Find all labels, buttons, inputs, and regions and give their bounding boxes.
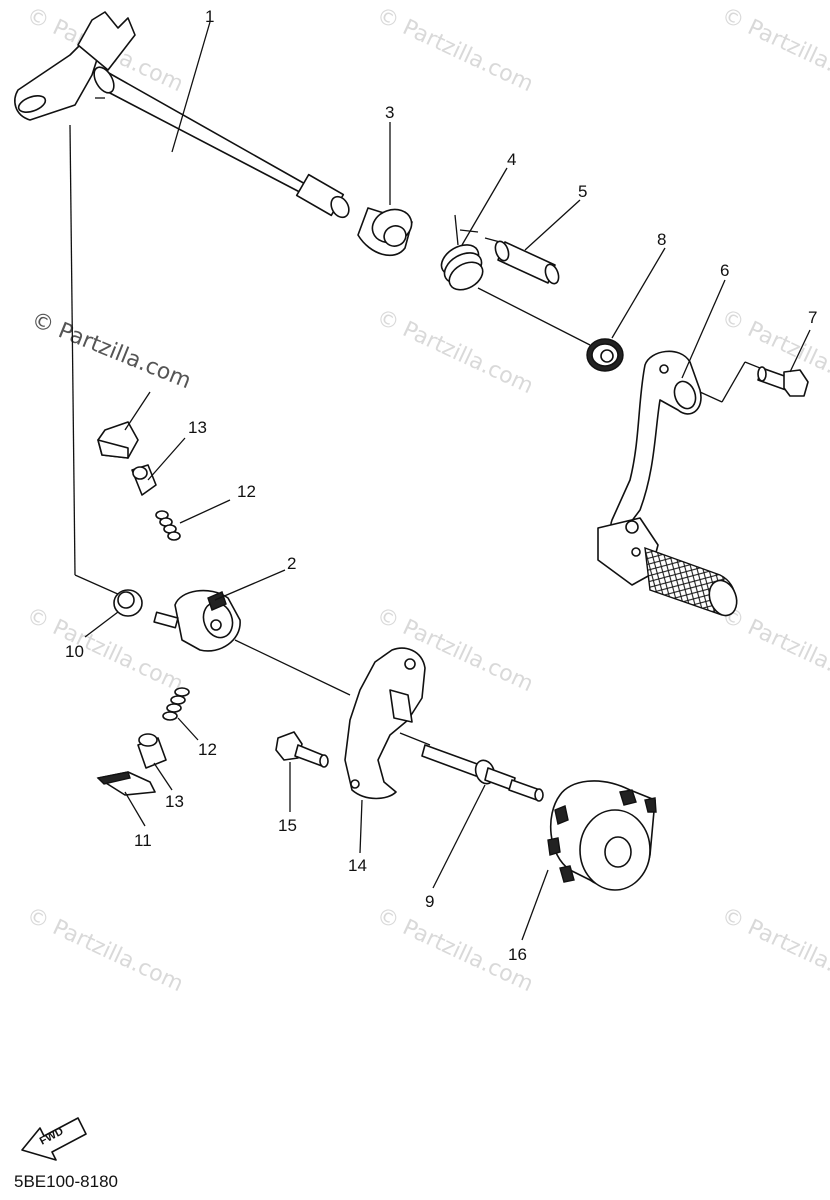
callout-13-lower: 13 [165, 792, 184, 811]
spring-part-12-upper [155, 510, 181, 541]
callout-1: 1 [205, 7, 214, 26]
stopper-part-11-upper [97, 421, 139, 459]
segment-part-2 [153, 589, 241, 652]
callout-7: 7 [808, 308, 817, 327]
callout-numbers: 1 2 3 4 5 6 7 8 9 10 11 12 12 13 13 14 1… [65, 7, 817, 964]
fwd-arrow-icon: FWD [21, 1117, 87, 1161]
pin-part-5 [494, 240, 560, 285]
callout-5: 5 [578, 182, 587, 201]
callout-10: 10 [65, 642, 84, 661]
callout-12-upper: 12 [237, 482, 256, 501]
watermark: © Partzilla.com [22, 903, 186, 997]
watermark-prominent: © Partzilla.com [28, 307, 195, 394]
watermark: © Partzilla.com [717, 903, 830, 997]
callout-12-lower: 12 [198, 740, 217, 759]
callout-2: 2 [287, 554, 296, 573]
callout-leaders [84, 21, 811, 941]
bolt-part-7 [757, 366, 809, 397]
callout-15: 15 [278, 816, 297, 835]
callout-11: 11 [134, 831, 152, 850]
watermark: © Partzilla.com [372, 3, 536, 97]
washer-part-10 [113, 589, 143, 617]
spring-part-12-lower [162, 687, 190, 721]
stopper-part-11-lower [96, 771, 156, 796]
segment-drum-part-16 [547, 780, 657, 891]
callout-8: 8 [657, 230, 666, 249]
pin-part-13-upper [131, 464, 157, 496]
callout-6: 6 [720, 261, 729, 280]
watermark: © Partzilla.com [372, 305, 536, 399]
oil-seal-part-8 [586, 338, 624, 372]
assembly-lines [69, 97, 766, 746]
lever-plate-part-14 [344, 647, 426, 800]
callout-16: 16 [508, 945, 527, 964]
callout-13-upper: 13 [188, 418, 207, 437]
torsion-spring-part-4 [440, 214, 484, 291]
diagram-code: 5BE100-8180 [14, 1172, 118, 1191]
shoulder-bolt-part-9 [421, 744, 544, 802]
bolt-part-15 [275, 731, 329, 768]
callout-9: 9 [425, 892, 434, 911]
shift-shaft-part-1 [14, 11, 350, 219]
collar-part-3 [357, 207, 413, 257]
shift-pedal-part-6 [597, 350, 738, 617]
callout-14: 14 [348, 856, 367, 875]
pin-part-13-lower [137, 733, 167, 769]
watermark: © Partzilla.com [717, 3, 830, 97]
callout-3: 3 [385, 103, 394, 122]
callout-4: 4 [507, 150, 516, 169]
watermark: © Partzilla.com [717, 603, 830, 697]
